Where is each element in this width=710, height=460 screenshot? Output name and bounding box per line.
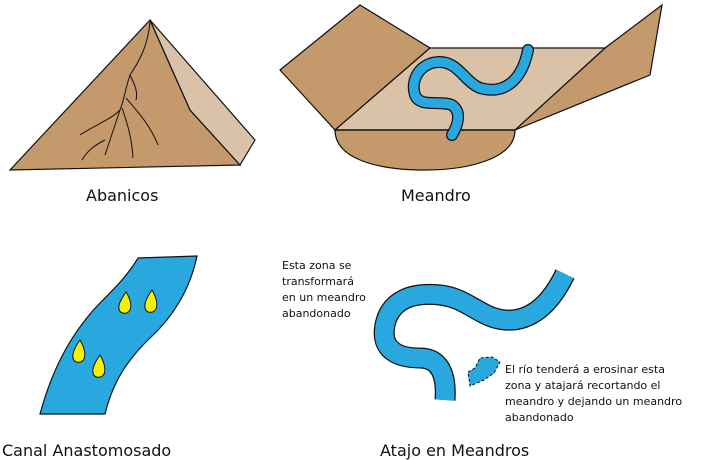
cutoff-future-channel xyxy=(467,356,501,387)
meander-illustration xyxy=(279,3,663,171)
fan-side-face xyxy=(149,19,256,167)
caption-meandro: Meandro xyxy=(401,186,471,205)
channel-bar-1 xyxy=(118,291,132,314)
caption-canal-anastomosado: Canal Anastomosado xyxy=(2,441,172,460)
caption-atajo-en-meandros: Atajo en Meandros xyxy=(380,441,530,460)
caption-abanicos: Abanicos xyxy=(86,186,159,205)
channel-bar-2 xyxy=(144,289,158,313)
channel-bar-4 xyxy=(92,354,106,378)
meander-cutoff-illustration xyxy=(373,269,575,401)
meander-bottom-block xyxy=(334,129,516,171)
fan-channel-lines xyxy=(79,21,159,161)
cutoff-river-water xyxy=(374,269,574,401)
channel-bar-3 xyxy=(72,339,86,363)
braided-channel-illustration xyxy=(39,255,198,415)
note-abandoned-zone: Esta zona se transformará en un meandro … xyxy=(282,259,366,320)
braided-channel-water xyxy=(39,255,198,415)
note-river-erosion: El río tenderá a erosinar esta zona y at… xyxy=(505,363,683,424)
alluvial-fan-illustration xyxy=(8,18,256,171)
